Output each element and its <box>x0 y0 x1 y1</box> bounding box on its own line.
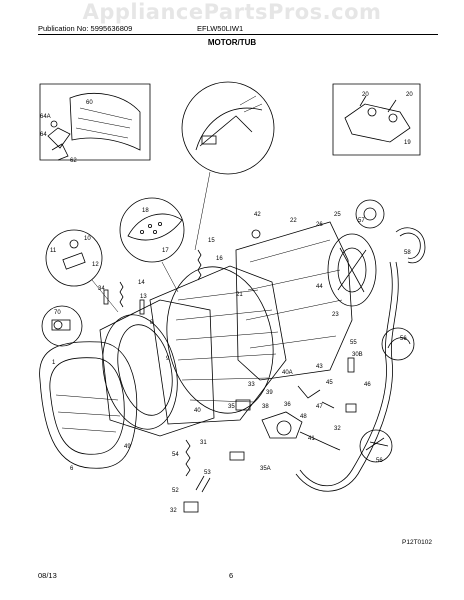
callout-48: 48 <box>300 414 307 420</box>
callout-34: 34 <box>98 286 105 292</box>
callout-43: 43 <box>316 364 323 370</box>
inner-drum <box>149 265 287 425</box>
callout-47: 47 <box>316 404 323 410</box>
callout-13: 13 <box>140 294 147 300</box>
exploded-parts-diagram: 60 64A 64 62 20 20 19 18 17 15 42 22 26 … <box>39 81 426 514</box>
callout-64a: 64A <box>40 114 51 120</box>
detail-circle-spider <box>181 81 275 251</box>
callout-10: 10 <box>84 236 91 242</box>
callout-18: 18 <box>142 208 149 214</box>
callout-46: 46 <box>364 382 371 388</box>
detail-circle-70 <box>41 305 83 347</box>
inset-dispenser <box>39 83 151 161</box>
callout-56-upper: 56 <box>400 336 407 342</box>
callout-labels: 60 64A 64 62 20 20 19 18 17 15 42 22 26 … <box>40 92 413 514</box>
callout-38: 38 <box>262 404 269 410</box>
callout-26: 26 <box>316 222 323 228</box>
callout-17: 17 <box>162 248 169 254</box>
watermark: AppliancePartsPros.com <box>82 0 382 24</box>
callout-22: 22 <box>290 218 297 224</box>
callout-57: 57 <box>358 218 365 224</box>
callout-30b: 30B <box>352 352 363 358</box>
callout-42: 42 <box>254 212 261 218</box>
callout-58: 58 <box>404 250 411 256</box>
callout-19: 19 <box>404 140 411 146</box>
callout-62: 62 <box>70 158 77 164</box>
callout-41: 41 <box>308 436 315 442</box>
callout-8: 8 <box>150 320 154 326</box>
callout-32-lower: 32 <box>170 508 177 514</box>
callout-54: 54 <box>172 452 179 458</box>
header-rule <box>38 34 438 35</box>
callout-33: 33 <box>248 382 255 388</box>
detail-circle-bearing <box>45 229 119 313</box>
callout-35: 35 <box>228 404 235 410</box>
callout-16: 16 <box>216 256 223 262</box>
callout-23: 23 <box>332 312 339 318</box>
callout-6: 6 <box>70 466 74 472</box>
detail-circle-56-lower <box>359 429 393 463</box>
callout-40: 40 <box>194 408 201 414</box>
inset-hinge <box>332 83 421 156</box>
callout-70: 70 <box>54 310 61 316</box>
callout-39: 39 <box>266 390 273 396</box>
footer-date: 08/13 <box>38 571 57 580</box>
springs-and-hardware <box>103 229 357 513</box>
callout-1: 1 <box>52 360 56 366</box>
model-number: EFLW50LIW1 <box>197 24 244 33</box>
callout-20a: 20 <box>362 92 369 98</box>
callout-35a: 35A <box>260 466 271 472</box>
callout-32: 32 <box>334 426 341 432</box>
detail-circle-bracket <box>119 197 185 293</box>
illustration-code: P12T0102 <box>402 539 432 546</box>
callout-11: 11 <box>50 248 57 254</box>
callout-21: 21 <box>236 292 243 298</box>
page-number: 6 <box>229 571 234 580</box>
callout-20b: 20 <box>406 92 413 98</box>
outer-tub-rear <box>235 221 377 381</box>
callout-14: 14 <box>138 280 145 286</box>
callout-56-lower: 56 <box>376 458 383 464</box>
page-title: MOTOR/TUB <box>207 38 257 47</box>
door-boot-ring <box>39 341 138 469</box>
callout-55: 55 <box>350 340 357 346</box>
callout-40a: 40A <box>282 370 293 376</box>
callout-36: 36 <box>284 402 291 408</box>
callout-15: 15 <box>208 238 215 244</box>
front-tub <box>99 299 215 437</box>
callout-45: 45 <box>326 380 333 386</box>
callout-64: 64 <box>40 132 47 138</box>
callout-31: 31 <box>200 440 207 446</box>
callout-9: 9 <box>166 356 170 362</box>
callout-12: 12 <box>92 262 99 268</box>
callout-44: 44 <box>316 284 323 290</box>
callout-25: 25 <box>334 212 341 218</box>
callout-60: 60 <box>86 100 93 106</box>
publication-number: Publication No: 5995636809 <box>38 24 133 33</box>
detail-circle-57 <box>355 199 385 229</box>
pump-and-hoses <box>261 227 426 492</box>
callout-52: 52 <box>172 488 179 494</box>
callout-53: 53 <box>204 470 211 476</box>
callout-49: 49 <box>124 444 131 450</box>
detail-circle-56-upper <box>381 327 415 361</box>
